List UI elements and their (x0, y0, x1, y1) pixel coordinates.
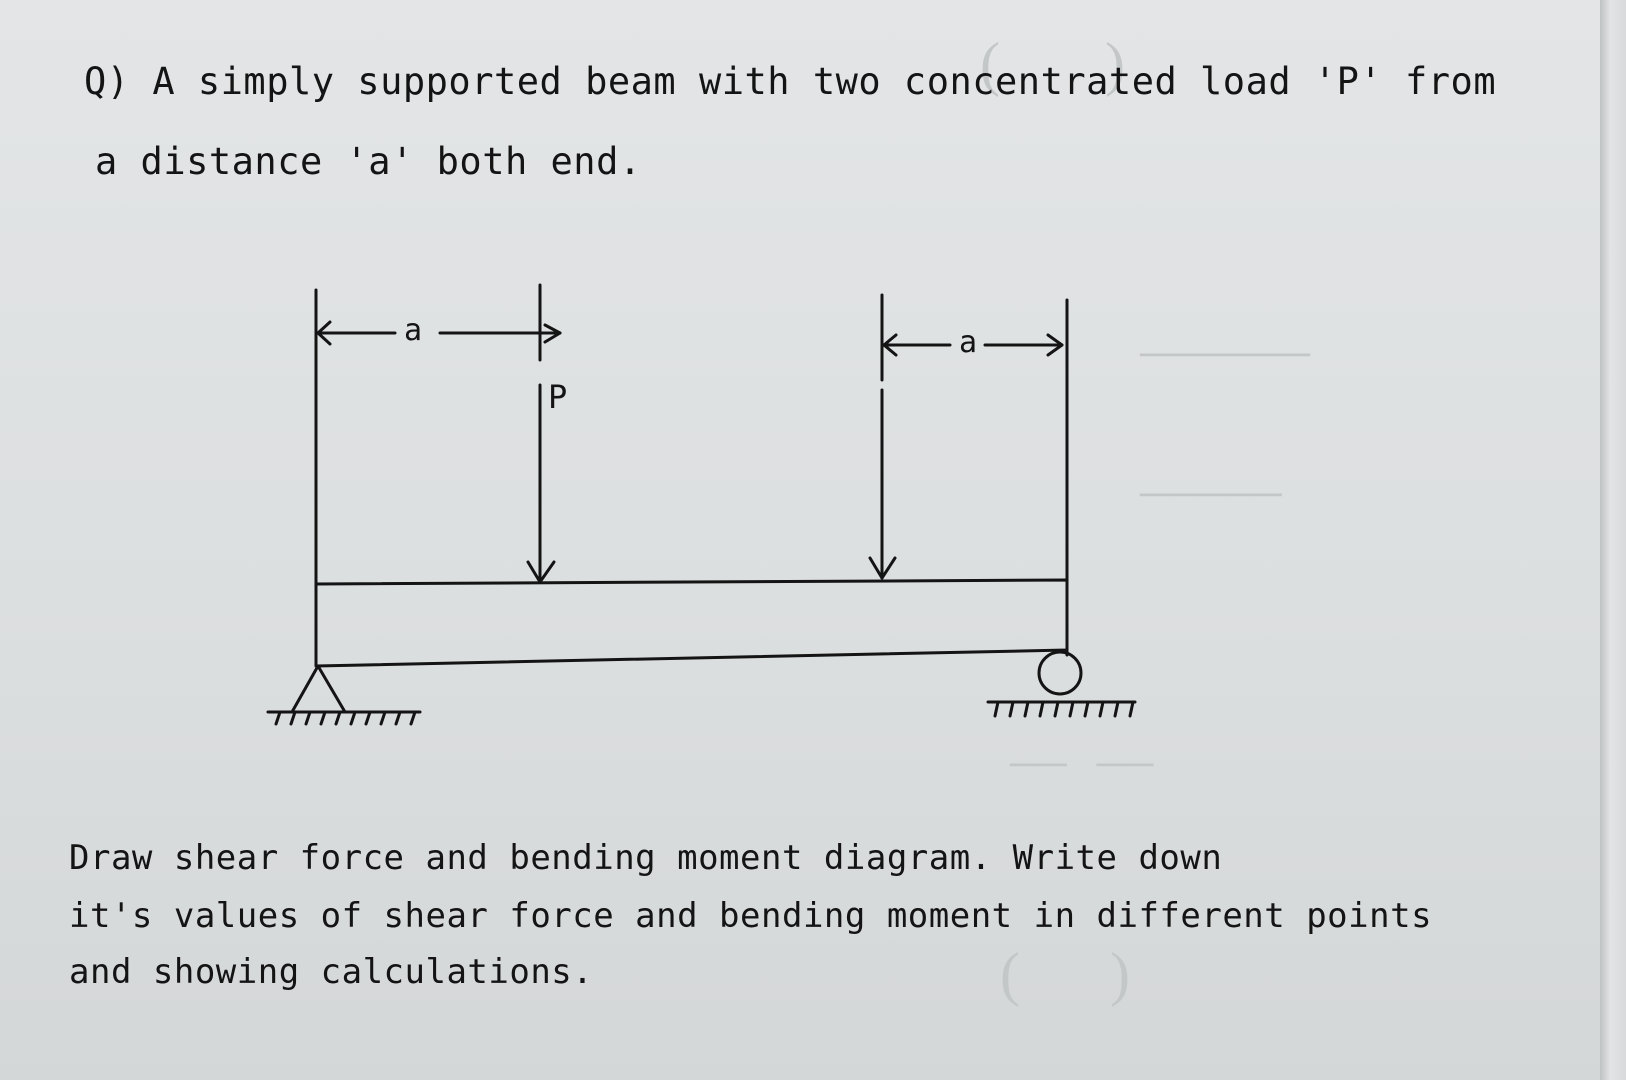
show-through-bracket-2: ( ) (1000, 941, 1130, 1007)
roller-support (1037, 650, 1083, 696)
pin-support (290, 664, 347, 714)
load-label: P (548, 378, 568, 416)
left-dim-arrowhead-right (543, 323, 562, 344)
roller-support-hatching (993, 700, 1135, 718)
right-dimension-label: a (959, 325, 978, 360)
show-through-mark-2: ───── (1140, 471, 1282, 516)
page-edge (1600, 0, 1626, 1080)
question-line-2: a distance 'a' both end. (95, 140, 642, 183)
task-line-2: it's values of shear force and bending m… (69, 896, 1433, 936)
task-line-1: Draw shear force and bending moment diag… (69, 838, 1223, 878)
show-through-bracket: ( ) (980, 31, 1125, 97)
right-load-arrowhead (868, 556, 897, 580)
left-dimension-label: a (404, 313, 423, 348)
left-dim-arrowhead-left (316, 320, 332, 346)
show-through-mark-3: ── ── (1010, 741, 1154, 786)
task-line-3: and showing calculations. (69, 952, 594, 992)
right-dim-arrowhead-right (1046, 333, 1064, 357)
pin-support-hatching (274, 710, 417, 726)
question-line-1: Q) A simply supported beam with two conc… (84, 60, 1497, 103)
beam-body (314, 578, 1069, 668)
show-through-mark: ────── (1140, 331, 1311, 376)
right-dim-arrowhead-left (882, 333, 898, 357)
